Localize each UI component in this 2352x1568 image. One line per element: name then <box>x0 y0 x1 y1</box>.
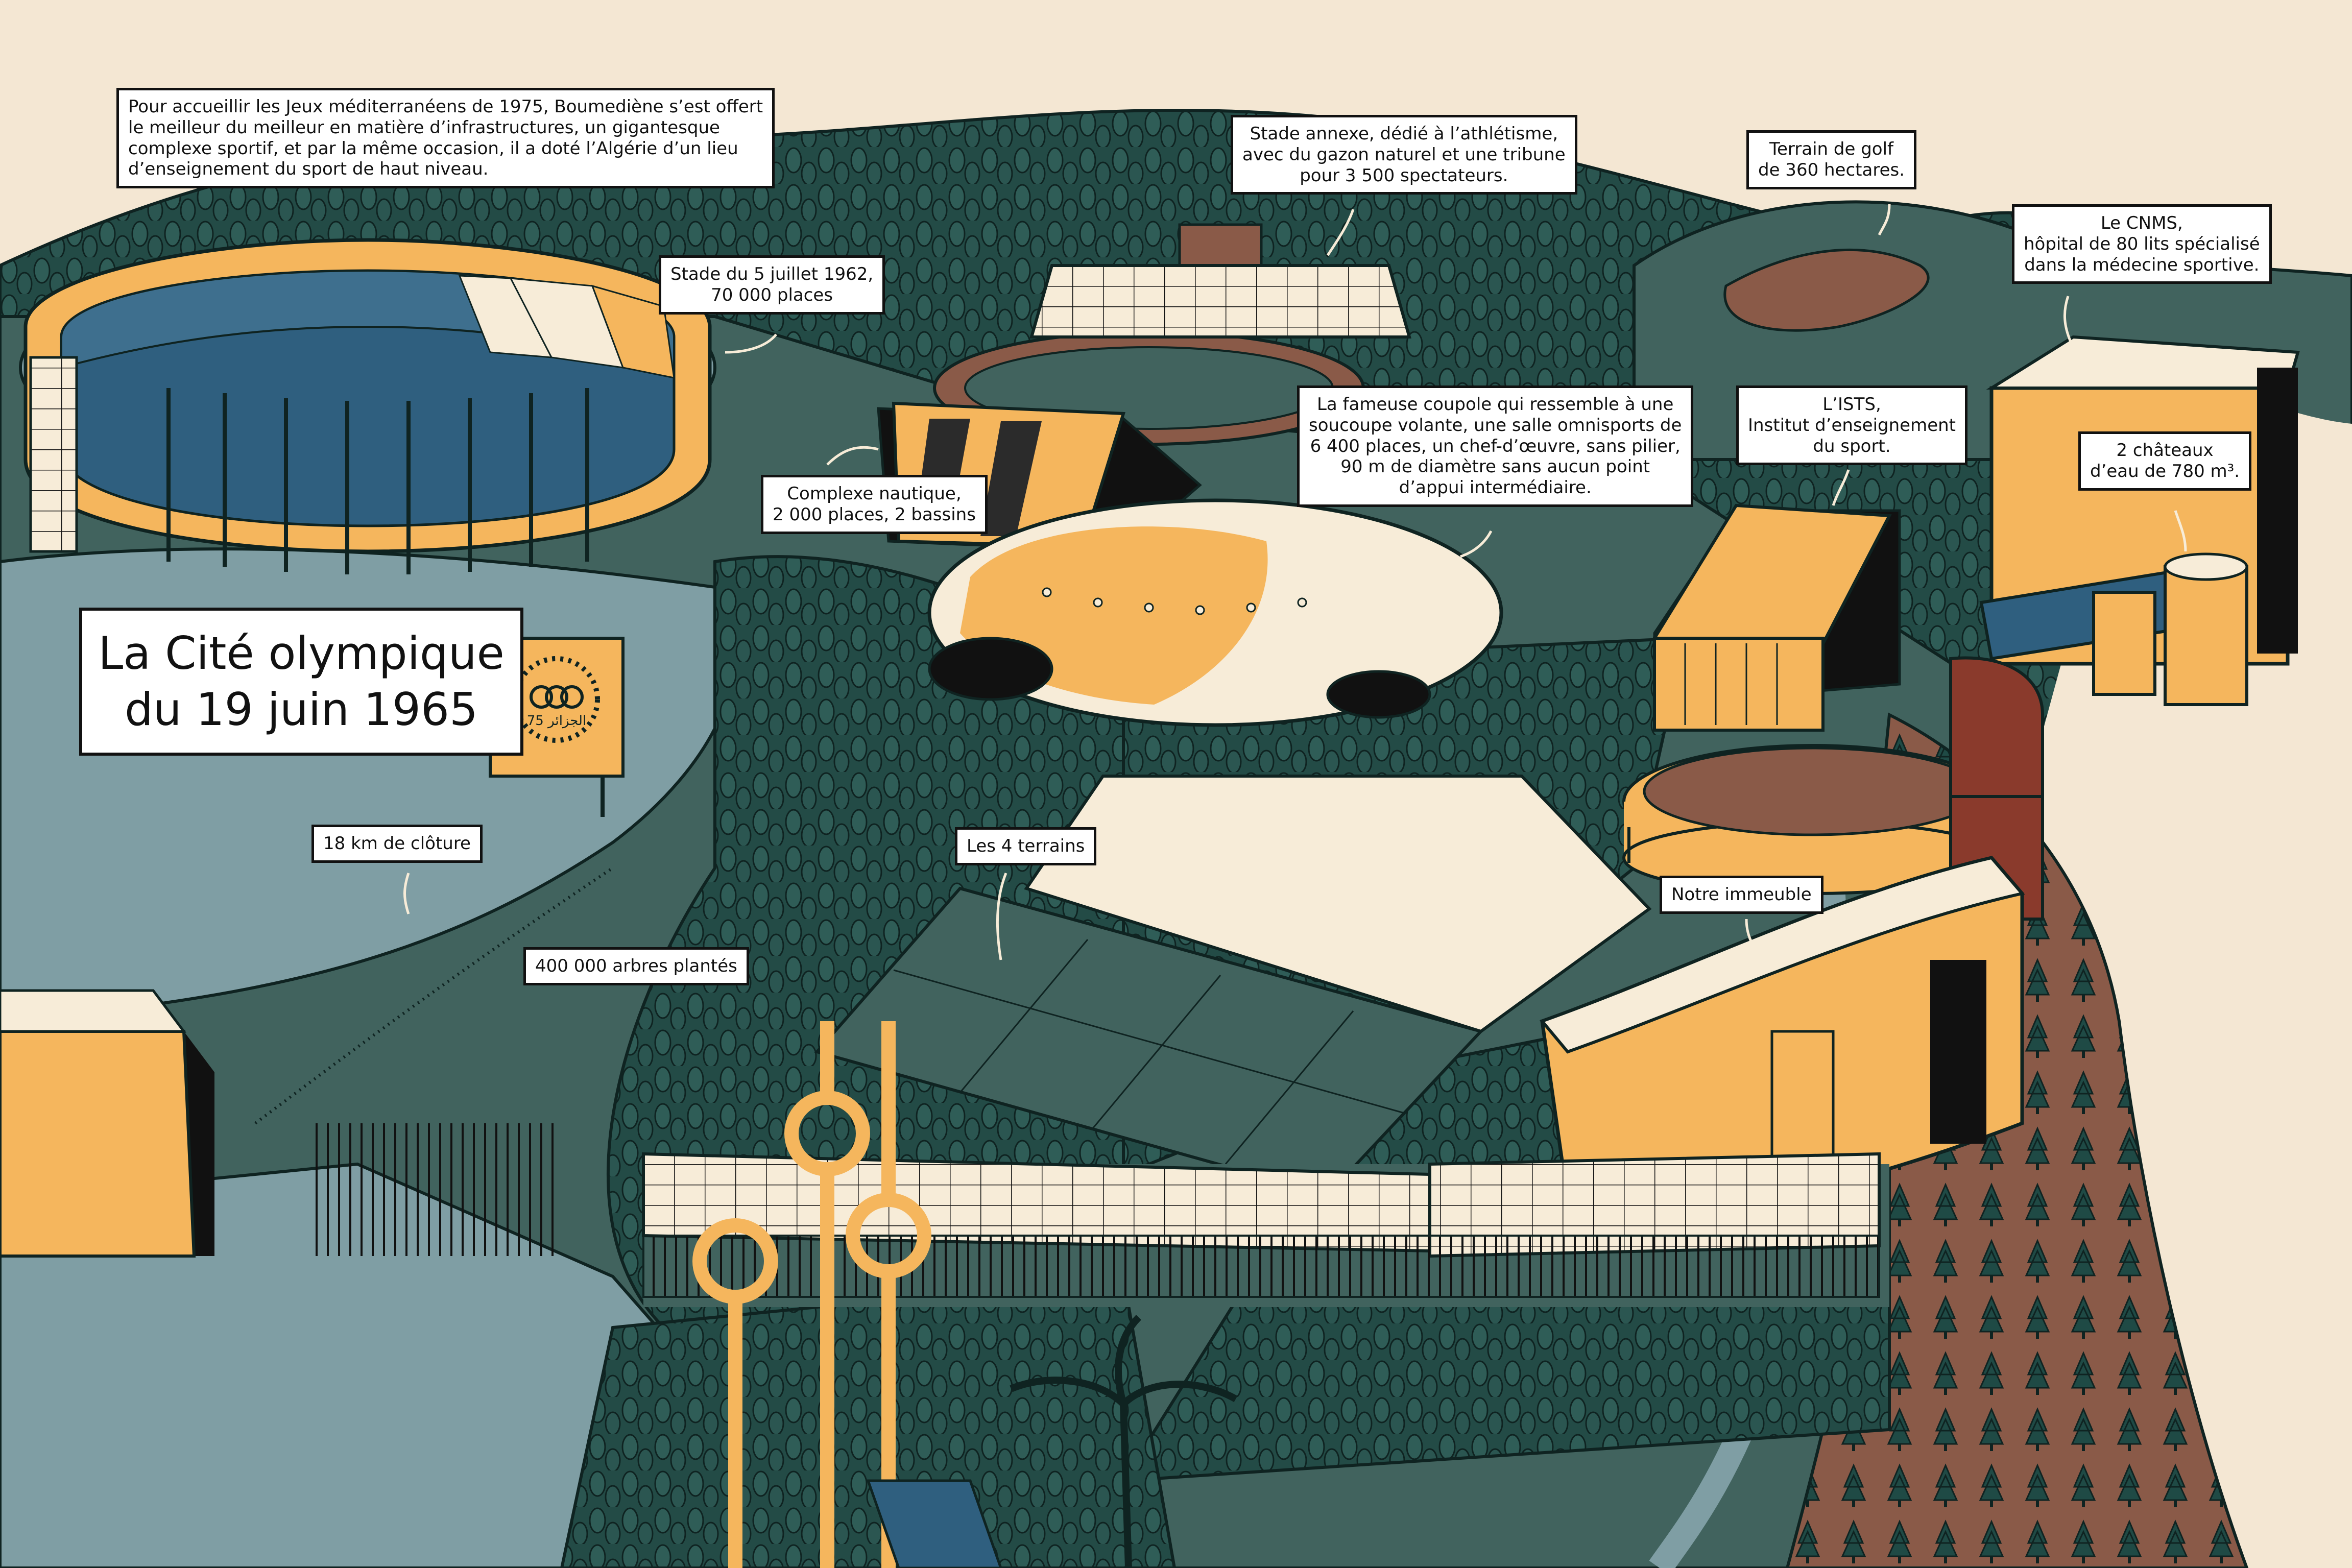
caption-line: Le CNMS, <box>2100 213 2183 233</box>
arrow-terrains <box>996 873 1007 960</box>
arrow-stade-annexe <box>1326 209 1355 256</box>
caption-stade-annexe: Stade annexe, dédié à l’athlétisme, avec… <box>1231 115 1577 195</box>
coupole-omnisports <box>927 498 1503 727</box>
water-towers <box>1979 552 2248 706</box>
arrow-chateaux <box>2174 510 2187 552</box>
stade-5-juillet <box>19 238 716 574</box>
arrow-immeuble <box>1745 919 1773 967</box>
arrow-stade <box>725 333 777 354</box>
caption-line: Stade annexe, dédié à l’athlétisme, <box>1250 124 1558 144</box>
arrow-coupole <box>1460 530 1493 558</box>
caption-line: pour 3 500 spectateurs. <box>1300 165 1508 186</box>
entrance-pergola <box>642 1152 1889 1307</box>
ists-building <box>1651 503 1901 732</box>
arrow-ists <box>1832 469 1850 506</box>
arrow-golf <box>1878 204 1891 236</box>
caption-arbres: 400 000 arbres plantés <box>523 947 749 985</box>
caption-intro-line: d’enseignement du sport de haut niveau. <box>128 159 489 180</box>
caption-line: 90 m de diamètre sans aucun point <box>1340 456 1650 477</box>
caption-stade: Stade du 5 juillet 1962, 70 000 places <box>659 255 885 315</box>
caption-cloture: 18 km de clôture <box>311 825 483 863</box>
caption-line: 2 châteaux <box>2116 440 2214 461</box>
arrow-nautique <box>826 446 879 466</box>
caption-line: de 360 hectares. <box>1758 159 1905 180</box>
caption-terrains: Les 4 terrains <box>955 827 1097 865</box>
caption-golf: Terrain de golf de 360 hectares. <box>1746 130 1917 189</box>
sign-text: الجزائر 75 <box>527 713 586 729</box>
caption-line: hôpital de 80 lits spécialisé <box>2024 233 2260 254</box>
caption-intro: Pour accueillir les Jeux méditerranéens … <box>116 88 775 189</box>
caption-nautique: Complexe nautique, 2 000 places, 2 bassi… <box>761 475 988 534</box>
caption-line: 6 400 places, un chef-d’œuvre, sans pili… <box>1310 436 1681 456</box>
caption-cnms: Le CNMS, hôpital de 80 lits spécialisé d… <box>2012 204 2272 284</box>
caption-intro-line: le meilleur du meilleur en matière d’inf… <box>128 117 720 138</box>
caption-line: La fameuse coupole qui ressemble à une <box>1316 394 1674 415</box>
caption-line: L’ISTS, <box>1822 394 1881 415</box>
notre-immeuble <box>1539 856 2025 1238</box>
caption-line: Institut d’enseignement <box>1748 415 1956 436</box>
central-plaza <box>1024 775 1652 1033</box>
palm-trees <box>866 1315 1238 1568</box>
caption-line: d’eau de 780 m³. <box>2090 461 2240 481</box>
caption-line: dans la médecine sportive. <box>2024 254 2260 275</box>
arrow-cnms <box>2063 296 2075 348</box>
perimeter-fence <box>254 866 614 1125</box>
caption-intro-line: complexe sportif, et par la même occasio… <box>128 138 738 159</box>
caption-line: Complexe nautique, <box>787 484 962 504</box>
caption-chateaux: 2 châteaux d’eau de 780 m³. <box>2078 431 2252 491</box>
caption-line: du sport. <box>1813 436 1891 456</box>
caption-line: 2 000 places, 2 bassins <box>773 504 976 525</box>
title-line-1: La Cité olympique <box>98 627 505 680</box>
left-building <box>0 989 562 1258</box>
caption-ists: L’ISTS, Institut d’enseignement du sport… <box>1736 385 1967 466</box>
caption-intro-line: Pour accueillir les Jeux méditerranéens … <box>128 97 763 117</box>
round-building <box>1622 744 2003 895</box>
caption-line: 70 000 places <box>711 284 833 305</box>
caption-line: d’appui intermédiaire. <box>1399 477 1592 498</box>
caption-coupole: La fameuse coupole qui ressemble à une s… <box>1297 385 1694 507</box>
page-title: La Cité olympique du 19 juin 1965 <box>79 608 523 756</box>
golf-bunker <box>1723 249 1930 332</box>
title-line-2: du 19 juin 1965 <box>125 683 478 736</box>
caption-line: soucoupe volante, une salle omnisports d… <box>1309 415 1682 436</box>
arrow-cloture <box>403 873 410 914</box>
caption-line: Terrain de golf <box>1769 139 1894 159</box>
caption-immeuble: Notre immeuble <box>1660 876 1823 914</box>
caption-line: avec du gazon naturel et une tribune <box>1242 144 1566 165</box>
caption-line: Stade du 5 juillet 1962, <box>670 264 874 284</box>
